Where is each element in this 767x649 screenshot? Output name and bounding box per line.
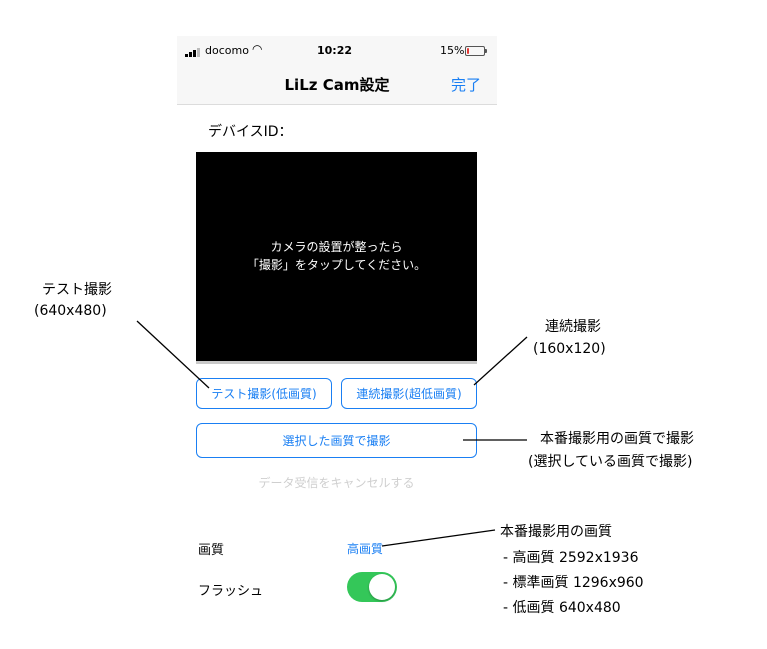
nav-bar: docomo ◠ 10:22 15% LiLz Cam設定 完了 (177, 36, 497, 105)
burst-shot-button[interactable]: 連続撮影(超低画質) (341, 378, 477, 409)
device-id-label: デバイスID： (208, 124, 293, 140)
preview-divider (196, 361, 477, 364)
quality-selector[interactable]: 高画質 (347, 542, 384, 556)
preview-message: カメラの設置が整ったら 「撮影」をタップしてください。 (196, 238, 477, 274)
test-annotation-title: テスト撮影 (42, 282, 112, 298)
quality-annotation-title: 本番撮影用の画質 (500, 524, 612, 540)
camera-preview: カメラの設置が整ったら 「撮影」をタップしてください。 (196, 152, 477, 361)
test-shot-button[interactable]: テスト撮影(低画質) (196, 378, 332, 409)
toggle-knob (369, 574, 395, 600)
selected-annotation-title: 本番撮影用の画質で撮影 (540, 431, 694, 447)
quality-option-high: - 高画質 2592x1936 (503, 550, 639, 566)
quality-annotation-line (381, 529, 496, 547)
preview-message-line1: カメラの設置が整ったら (270, 240, 403, 254)
cancel-receive-button[interactable]: データ受信をキャンセルする (258, 476, 415, 490)
signal-icon (185, 47, 203, 57)
quality-option-low: - 低画質 640x480 (503, 600, 621, 616)
battery-percent: 15% (440, 44, 465, 57)
quality-label: 画質 (198, 543, 225, 558)
selected-annotation-note: (選択している画質で撮影) (528, 454, 693, 470)
done-button[interactable]: 完了 (451, 76, 482, 94)
status-time: 10:22 (317, 44, 353, 57)
selected-quality-shot-button[interactable]: 選択した画質で撮影 (196, 423, 477, 458)
carrier-name: docomo (205, 44, 249, 57)
battery-icon (465, 46, 487, 56)
flash-label: フラッシュ (198, 584, 264, 599)
test-annotation-size: (640x480) (34, 303, 107, 319)
burst-annotation-title: 連続撮影 (545, 319, 601, 335)
quality-option-standard: - 標準画質 1296x960 (503, 575, 644, 591)
page-title: LiLz Cam設定 (284, 76, 390, 94)
burst-annotation-line (473, 336, 528, 386)
preview-message-line2: 「撮影」をタップしてください。 (246, 258, 427, 272)
burst-annotation-size: (160x120) (533, 341, 606, 357)
flash-toggle[interactable] (347, 572, 397, 602)
wifi-icon: ◠ (252, 42, 263, 56)
test-annotation-line (136, 320, 210, 389)
battery-level (467, 48, 469, 54)
